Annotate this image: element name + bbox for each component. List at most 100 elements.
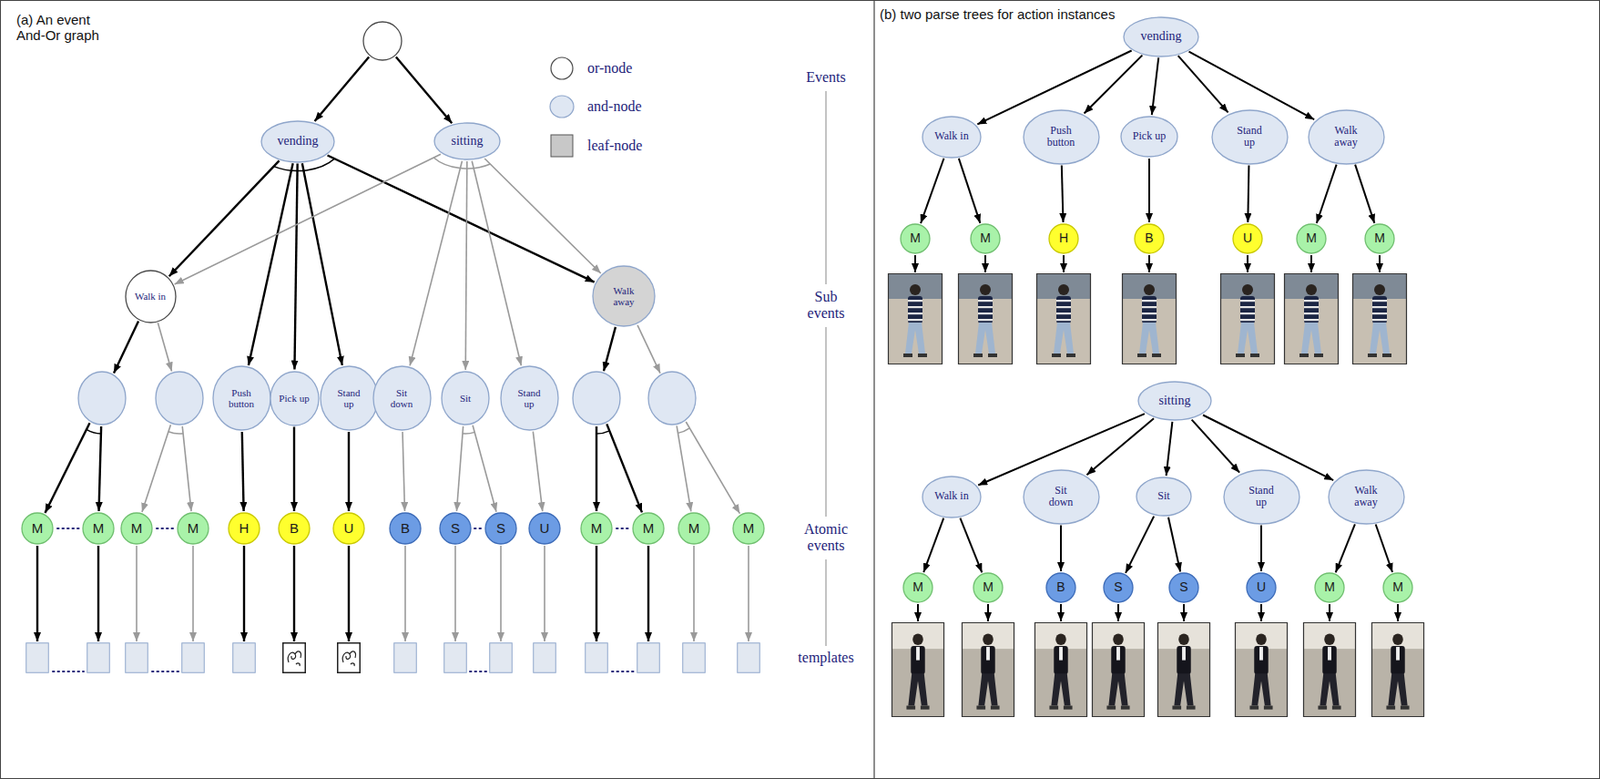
layer-axis [825,559,827,646]
connector [920,158,944,224]
atomic-event: U [1232,223,1264,255]
connector [1328,603,1331,622]
graphic [1049,705,1059,710]
graphic [1387,672,1407,705]
graphic [1259,646,1264,661]
atomic-event: H [227,511,261,545]
action-frame-shape [1036,273,1091,365]
graphic [394,642,418,673]
graphic [1234,621,1288,717]
connector [532,431,542,511]
graphic [1327,646,1332,661]
template-leaf [336,642,361,673]
action-frame-shape [1121,273,1177,365]
connector [685,421,740,514]
node-label: Stand up [332,387,366,409]
layer-axis [825,326,827,517]
legend-swatch [548,93,576,120]
connector [1247,164,1249,223]
action-frame-shape [1220,273,1275,365]
graphic [1317,705,1327,710]
node-label: M [1374,231,1386,245]
ellipsis-dots [156,527,174,530]
connector [1125,516,1154,573]
action-frame [1034,621,1088,717]
graphic [270,371,319,426]
connector [1260,525,1263,572]
graphic [1046,572,1076,602]
graphic [1385,705,1396,710]
connector [1062,254,1065,273]
graphic [1066,353,1076,357]
graphic [1056,318,1071,321]
action-frame [1036,273,1091,365]
template-leaf [282,642,306,673]
connector [97,545,100,642]
graphic [580,512,612,544]
atomic-event: M [972,571,1004,603]
atomic-event: M [1382,571,1414,603]
graphic [916,646,920,661]
template-leaf [393,642,418,673]
graphic [1220,273,1275,299]
connector [1148,254,1151,273]
graphic [87,642,111,673]
graphic [261,121,335,163]
template-leaf [489,642,513,673]
action-frame [1371,621,1425,717]
graphic [1301,322,1322,354]
graphic [910,645,925,674]
and-node-shape [571,370,622,426]
node-label: Walk in [134,290,166,302]
graphic [1036,273,1091,365]
template-leaf [736,642,761,673]
and-node: Stand up [1211,109,1289,165]
atomic-event: S [484,511,518,545]
graphic [373,366,431,430]
action-frame-shape [1371,621,1425,717]
node-label: Stand up [1243,484,1281,509]
graphic [441,371,490,425]
graphic [1134,224,1164,254]
or-node-shape [362,20,403,62]
and-node-shape [647,370,697,426]
atomic-event: M [631,511,665,545]
atomic-event: M [969,223,1001,255]
connector [169,160,280,276]
graphic [1110,645,1125,674]
connector [1166,421,1173,476]
template-leaf [124,642,149,673]
action-frame-shape [1034,621,1088,717]
graphic [1240,312,1255,315]
and-node: Push button [212,365,272,431]
graphic [912,632,924,644]
template-leaf [232,642,256,673]
and-node: Sit [440,370,490,426]
node-label: Stand up [1231,124,1269,149]
graphic [485,512,517,544]
graphic [961,621,1015,717]
graphic [1324,632,1336,644]
graphic [444,642,468,673]
and-node: vending [260,120,336,164]
graphic [1056,312,1071,315]
graphic [1305,284,1317,296]
ellipsis-dots [616,527,630,530]
graphic [155,371,204,425]
node-label: Sit down [385,387,418,409]
connector [402,431,405,511]
and-node: Pick up [269,370,320,427]
graphic [1103,572,1133,602]
connector [409,161,462,367]
graphic [737,642,761,673]
action-frame [891,621,945,717]
graphic [733,512,765,544]
graphic [973,572,1003,602]
graphic [1157,621,1211,717]
and-node: Walk away [1307,109,1386,165]
atomic-event: M [20,511,54,545]
and-node: Sit down [1022,468,1101,525]
graphic [909,284,921,296]
graphic [1143,284,1155,296]
graphic [1091,621,1145,717]
